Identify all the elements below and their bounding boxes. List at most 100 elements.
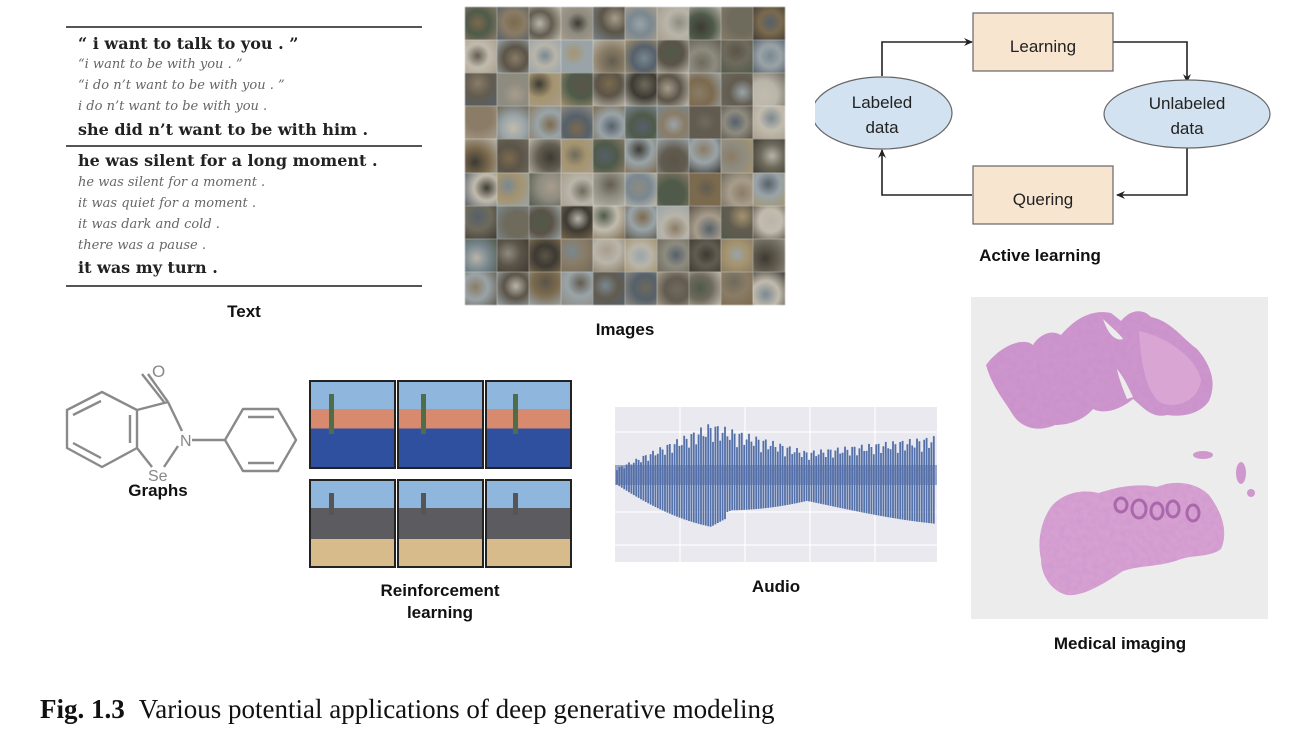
rl-scene-pillar (329, 394, 334, 434)
rl-game-frame (309, 380, 396, 469)
generated-image-tile (593, 238, 625, 272)
text-sample-line: it was quiet for a moment . (78, 196, 257, 211)
generated-image-tile (465, 238, 497, 272)
generated-image-tile (753, 40, 785, 74)
generated-image-tile (497, 139, 529, 173)
text-samples-panel: “ i want to talk to you . ” “i want to b… (66, 26, 422, 291)
generated-image-tile (561, 7, 593, 41)
table-middle-rule (66, 145, 422, 147)
arrow-unlabeled-to-quering (1116, 148, 1188, 199)
rl-scene-pillar (421, 394, 426, 434)
images-panel-label: Images (595, 320, 655, 339)
generated-image-tile (529, 172, 561, 206)
generated-image-tile (689, 139, 721, 173)
generated-image-tile (561, 40, 593, 74)
generated-image-tile (465, 205, 497, 239)
rl-game-frame (485, 479, 572, 568)
generated-image-tile (529, 40, 561, 74)
generated-image-tile (561, 271, 593, 305)
generated-image-tile (593, 271, 625, 305)
generated-image-tile (753, 139, 785, 173)
labeled-data-node: Labeled data (815, 76, 953, 150)
generated-image-tile (497, 40, 529, 74)
arrow-learning-to-unlabeled (1113, 41, 1191, 83)
text-panel-label: Text (227, 302, 261, 321)
generated-image-tile (657, 172, 689, 206)
generated-image-tile (497, 238, 529, 272)
rl-game-frame (485, 380, 572, 469)
generated-image-tile (497, 7, 529, 41)
generated-image-tile (721, 40, 753, 74)
text-sample-line: i do n’t want to be with you . (78, 99, 268, 114)
generated-image-tile (497, 73, 529, 107)
table-bottom-rule (66, 285, 422, 287)
generated-image-tile (561, 106, 593, 140)
generated-image-tile (593, 205, 625, 239)
selenium-atom: Se (148, 468, 168, 485)
labeled-data-label-line2: data (865, 118, 899, 137)
generated-image-tile (721, 7, 753, 41)
generated-image-tile (625, 7, 657, 41)
generated-image-tile (721, 139, 753, 173)
generated-image-tile (529, 238, 561, 272)
generated-image-tile (625, 205, 657, 239)
generated-image-tile (465, 139, 497, 173)
unlabeled-data-label-line1: Unlabeled (1149, 94, 1226, 113)
generated-image-tile (561, 238, 593, 272)
generated-image-tile (689, 205, 721, 239)
learning-node-label: Learning (1010, 37, 1076, 56)
text-sample-line: “ i want to talk to you . ” (78, 34, 299, 53)
generated-image-tile (529, 106, 561, 140)
rl-label-line1: Reinforcement (380, 581, 500, 600)
generated-image-tile (561, 139, 593, 173)
generated-image-tile (465, 73, 497, 107)
text-sample-line: she did n’t want to be with him . (78, 120, 369, 139)
generated-image-tile (689, 73, 721, 107)
generated-image-tile (753, 7, 785, 41)
active-learning-panel-label: Active learning (979, 246, 1101, 265)
rl-scene-pillar (329, 493, 334, 515)
generated-image-tile (657, 238, 689, 272)
unlabeled-data-node: Unlabeled data (1103, 79, 1271, 149)
medical-panel-label: Medical imaging (1053, 634, 1187, 653)
generated-image-tile (465, 40, 497, 74)
audio-panel-label: Audio (751, 577, 801, 596)
audio-waveform-plot (615, 407, 937, 562)
generated-image-tile (465, 106, 497, 140)
labeled-data-label-line1: Labeled (852, 93, 913, 112)
generated-image-tile (689, 40, 721, 74)
figure-caption-text: Various potential applications of deep g… (138, 694, 775, 724)
generated-image-tile (689, 106, 721, 140)
benzene-ring-right (223, 407, 298, 473)
generated-image-tile (753, 73, 785, 107)
rl-game-frame (309, 479, 396, 568)
generated-image-tile (561, 172, 593, 206)
generated-image-tile (497, 106, 529, 140)
generated-image-tile (721, 205, 753, 239)
generated-image-tile (529, 271, 561, 305)
text-sample-line: “i want to be with you . ” (78, 57, 243, 72)
active-learning-diagram: Learning Quering Labeled data Unlabeled … (815, 12, 1271, 225)
generated-image-tile (529, 73, 561, 107)
tissue-section-upper (986, 311, 1213, 429)
generated-image-tile (657, 40, 689, 74)
text-sample-line: there was a pause . (78, 238, 206, 253)
tissue-fragments (1193, 451, 1255, 497)
unlabeled-data-label-line2: data (1170, 119, 1204, 138)
generated-image-tile (529, 7, 561, 41)
generated-image-tile (465, 7, 497, 41)
benzene-ring-left (65, 390, 139, 469)
generated-image-tile (689, 172, 721, 206)
histology-slide-image (971, 297, 1268, 619)
generated-image-tile (753, 238, 785, 272)
generated-image-tile (625, 271, 657, 305)
generated-image-tile (625, 73, 657, 107)
generated-image-tile (561, 73, 593, 107)
learning-node: Learning (972, 12, 1114, 72)
generated-image-tile (657, 205, 689, 239)
quering-node-label: Quering (1013, 190, 1073, 209)
generated-image-tile (657, 106, 689, 140)
table-top-rule (66, 26, 422, 28)
generated-image-tile (625, 238, 657, 272)
generated-image-tile (465, 172, 497, 206)
